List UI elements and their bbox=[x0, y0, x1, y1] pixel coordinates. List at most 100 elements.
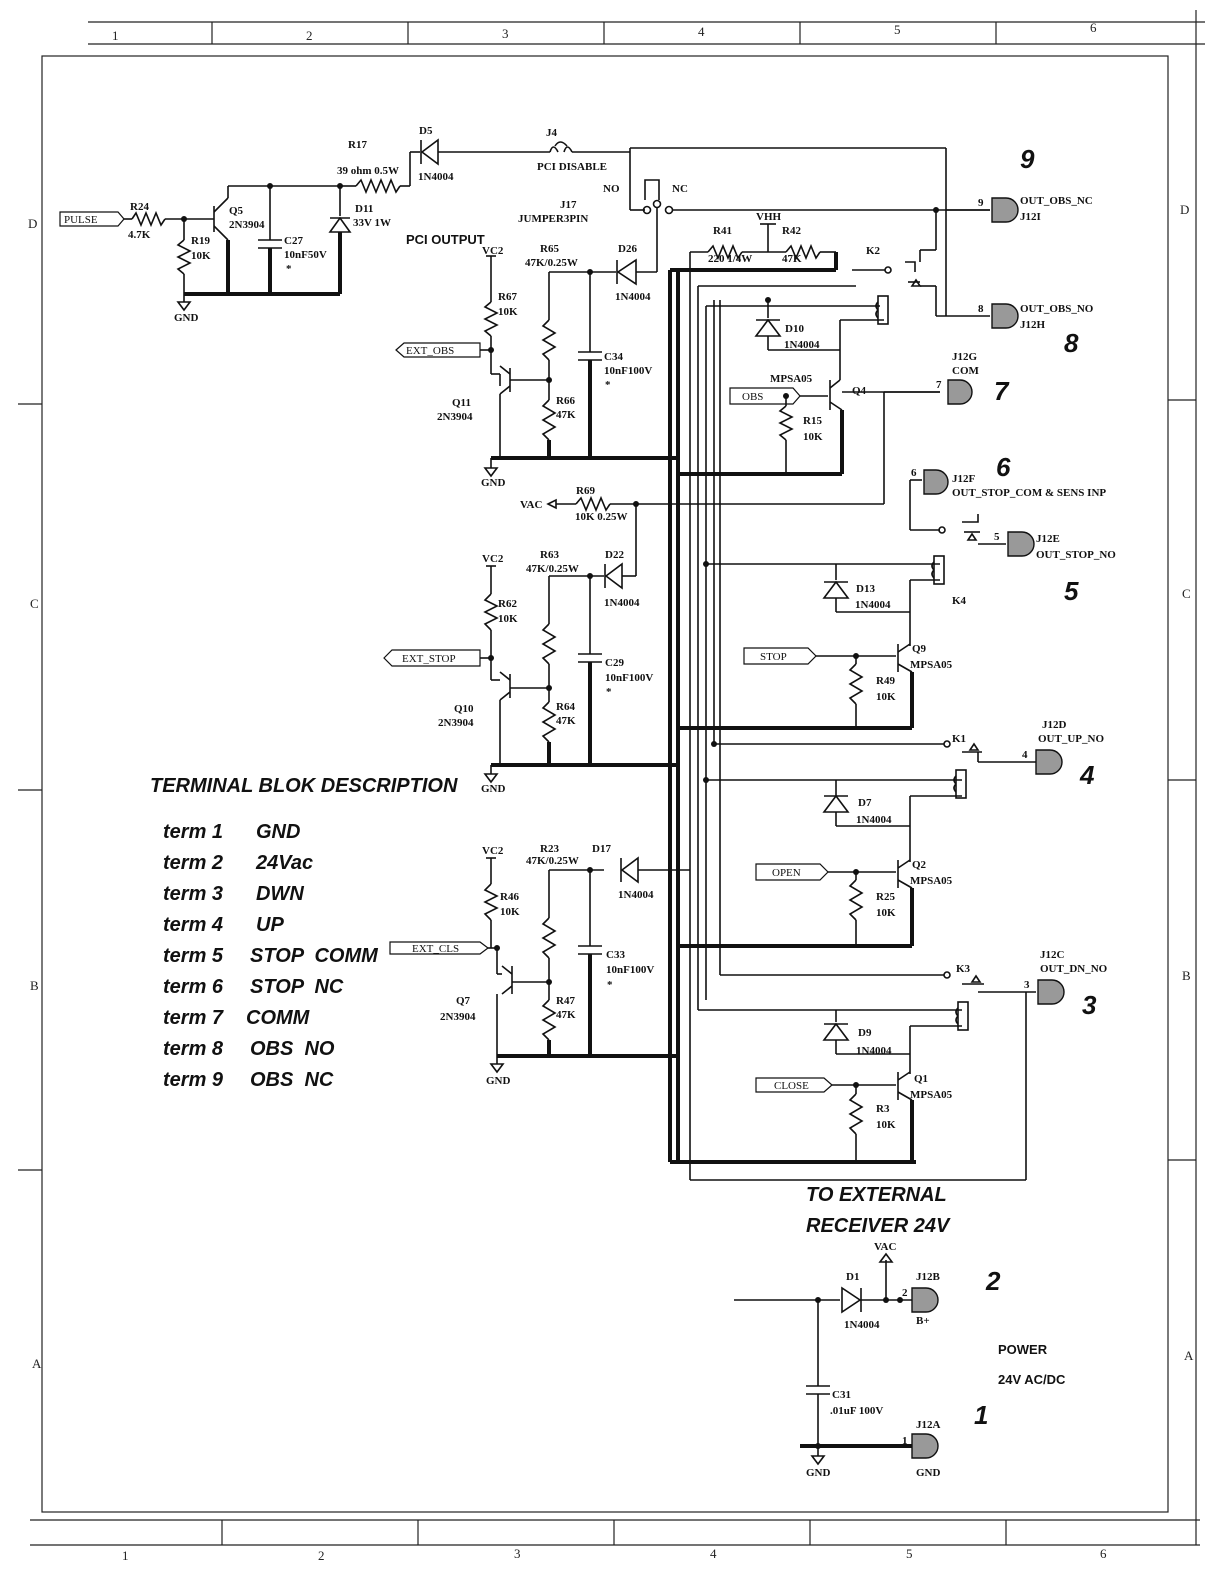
power-label-line-1: POWER bbox=[998, 1342, 1048, 1357]
terminal-block-description: TERMINAL BLOK DESCRIPTION term 1 GND ter… bbox=[150, 775, 458, 1091]
q2-value: MPSA05 bbox=[910, 875, 953, 887]
term-1-desc: GND bbox=[256, 821, 300, 843]
r47-resistor bbox=[541, 999, 557, 1041]
j17-value: JUMPER3PIN bbox=[518, 213, 588, 225]
term-1-name: term 1 bbox=[163, 821, 223, 843]
r46-value: 10K bbox=[500, 906, 520, 918]
j12g-ref: J12G bbox=[952, 351, 978, 363]
q11-value: 2N3904 bbox=[437, 411, 473, 423]
term-6-name: term 6 bbox=[163, 976, 224, 998]
r66-resistor bbox=[541, 399, 557, 441]
r69-resistor bbox=[575, 495, 611, 513]
j12g-term-number: 7 bbox=[994, 376, 1010, 406]
term-3-name: term 3 bbox=[163, 883, 223, 905]
net-label-stop bbox=[743, 647, 817, 665]
grid-labels: 1 2 3 4 5 6 1 2 3 4 5 6 D C B A D C B A bbox=[28, 20, 1194, 1563]
net-label-obs bbox=[729, 387, 801, 405]
d17-diode bbox=[620, 856, 639, 884]
q4-value: MPSA05 bbox=[770, 373, 813, 385]
j12i-term-number: 9 bbox=[1020, 144, 1035, 174]
term-5-desc: STOP COMM bbox=[250, 945, 379, 967]
stop-relay-section: K4 D13 1N4004 STOP Q9 MPSA05 R49 10K bbox=[678, 480, 1006, 730]
gnd-symbol-4 bbox=[489, 1063, 505, 1074]
j12a-term-number: 1 bbox=[974, 1400, 988, 1430]
c34-value: 10nF100V bbox=[604, 365, 652, 377]
gnd-symbol-1 bbox=[176, 301, 192, 312]
d10-value: 1N4004 bbox=[784, 339, 820, 351]
j12c-ref: J12C bbox=[1040, 949, 1065, 961]
net-label-open bbox=[755, 863, 829, 881]
power-label-line-2: 24V AC/DC bbox=[998, 1372, 1066, 1387]
r66-value: 47K bbox=[556, 409, 576, 421]
r25-resistor bbox=[848, 879, 864, 921]
d26-ref: D26 bbox=[618, 243, 637, 255]
gnd-symbol-3 bbox=[483, 773, 499, 784]
j12f-ref: J12F bbox=[952, 473, 976, 485]
term-8-name: term 8 bbox=[163, 1038, 224, 1060]
connector-j12i: 9 OUT_OBS_NC J12I 9 bbox=[946, 144, 1093, 223]
obs-label: OBS bbox=[742, 391, 763, 403]
term-5-name: term 5 bbox=[163, 945, 224, 967]
ext-stop-label: EXT_STOP bbox=[402, 653, 456, 665]
j4-value: PCI DISABLE bbox=[537, 161, 607, 173]
j12f-pin: 6 bbox=[911, 467, 917, 479]
c27-mark: * bbox=[286, 263, 292, 275]
grid-row-d-right: D bbox=[1180, 202, 1189, 217]
r47-ref: R47 bbox=[556, 995, 575, 1007]
grid-col-6-top: 6 bbox=[1090, 20, 1097, 35]
connector-j12d: 4 J12D OUT_UP_NO 4 bbox=[1022, 719, 1104, 790]
r46-resistor bbox=[483, 883, 499, 921]
d22-diode bbox=[604, 562, 623, 590]
q9-value: MPSA05 bbox=[910, 659, 953, 671]
r65-value: 47K/0.25W bbox=[525, 257, 578, 269]
notes: TO EXTERNAL RECEIVER 24V POWER 24V AC/DC bbox=[806, 1184, 1066, 1387]
ext-obs-label: EXT_OBS bbox=[406, 345, 454, 357]
j12c-label: OUT_DN_NO bbox=[1040, 963, 1108, 975]
j12i-pin: 9 bbox=[978, 197, 984, 209]
grid-col-2-bottom: 2 bbox=[318, 1548, 325, 1563]
d5-value: 1N4004 bbox=[418, 171, 454, 183]
d7-diode bbox=[822, 794, 850, 813]
j12g-pin: 7 bbox=[936, 379, 942, 391]
q5-ref: Q5 bbox=[229, 205, 244, 217]
r63-ref: R63 bbox=[540, 549, 559, 561]
r41-value: 220 1/4W bbox=[708, 253, 752, 265]
r64-ref: R64 bbox=[556, 701, 575, 713]
j12a-ref: J12A bbox=[916, 1419, 941, 1431]
j12f-term-number: 6 bbox=[996, 452, 1011, 482]
j12a-label: GND bbox=[916, 1467, 941, 1479]
d22-ref: D22 bbox=[605, 549, 624, 561]
r64-resistor bbox=[541, 701, 557, 743]
grid-row-b-left: B bbox=[30, 978, 39, 993]
j17-no: NO bbox=[603, 183, 620, 195]
j4-ref: J4 bbox=[546, 127, 558, 139]
j12b-ref: J12B bbox=[916, 1271, 941, 1283]
q7-ref: Q7 bbox=[456, 995, 471, 1007]
obs-relay-section: R41 220 1/4W VHH R42 47K K2 bbox=[678, 148, 990, 476]
r41-ref: R41 bbox=[713, 225, 732, 237]
r23-value: 47K/0.25W bbox=[526, 855, 579, 867]
k3-label: K3 bbox=[956, 963, 971, 975]
r67-ref: R67 bbox=[498, 291, 517, 303]
term-8-desc: OBS NO bbox=[250, 1038, 335, 1060]
term-2-name: term 2 bbox=[163, 852, 223, 874]
d13-value: 1N4004 bbox=[855, 599, 891, 611]
gnd-label-4: GND bbox=[486, 1075, 511, 1087]
c27-value: 10nF50V bbox=[284, 249, 327, 261]
q10-value: 2N3904 bbox=[438, 717, 474, 729]
j12i-label: OUT_OBS_NC bbox=[1020, 195, 1093, 207]
connector-j12g: 7 J12G COM 7 bbox=[884, 351, 1010, 406]
grid-col-5-top: 5 bbox=[894, 22, 901, 37]
gnd-label-3: GND bbox=[481, 783, 506, 795]
r17-resistor bbox=[355, 177, 401, 195]
d22-value: 1N4004 bbox=[604, 597, 640, 609]
r62-resistor bbox=[483, 593, 499, 631]
q5-value: 2N3904 bbox=[229, 219, 265, 231]
j4-jumper bbox=[549, 141, 573, 153]
d11-zener bbox=[328, 216, 352, 233]
vhh-label: VHH bbox=[756, 211, 782, 223]
j12b-term-number: 2 bbox=[985, 1266, 1001, 1296]
gnd-label-1: GND bbox=[174, 312, 199, 324]
j12d-pin: 4 bbox=[1022, 749, 1028, 761]
external-receiver-line-2: RECEIVER 24V bbox=[806, 1215, 951, 1237]
